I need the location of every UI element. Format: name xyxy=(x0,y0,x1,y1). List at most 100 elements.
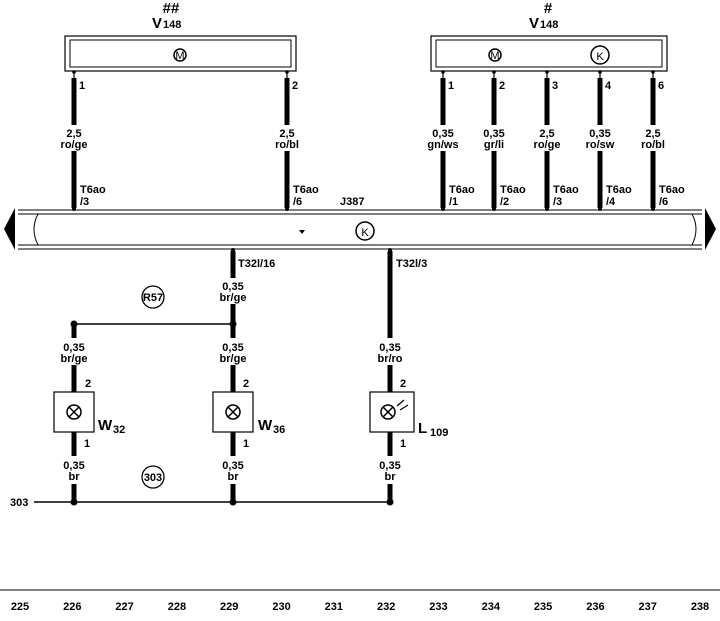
conn-t32l-3: T32l/3 xyxy=(396,258,427,270)
top-wires: 12,5ro/geT6ao/322,5ro/blT6ao/610,35gn/ws… xyxy=(61,70,685,211)
wire-size: 2,5 xyxy=(66,128,81,140)
k-circle-icon: K xyxy=(590,45,610,65)
w32-pin-1: 1 xyxy=(84,438,90,450)
lamp-w36: W 36 xyxy=(212,391,285,436)
w36-pin-2: 2 xyxy=(243,378,249,390)
wire-size: 0,35 xyxy=(432,128,453,140)
r57-marker: R57 xyxy=(141,285,165,309)
wire-size: 2,5 xyxy=(539,128,554,140)
wire-color: ro/bl xyxy=(275,139,299,151)
wire-size: 0,35 xyxy=(589,128,610,140)
scale-label: 230 xyxy=(272,601,290,613)
scale-label: 228 xyxy=(168,601,186,613)
scale-label: 237 xyxy=(639,601,657,613)
pin-dot xyxy=(545,70,549,74)
wire-232-color: br/ro xyxy=(377,353,402,365)
wire-size: 2,5 xyxy=(279,128,294,140)
wire-connector-pin: /6 xyxy=(659,196,668,208)
pin-dot xyxy=(72,70,76,74)
v148-right-index: 148 xyxy=(540,19,558,31)
wire-pin: 2 xyxy=(499,80,505,92)
wire-connector: T6ao xyxy=(606,184,632,196)
w36-pin-1: 1 xyxy=(243,438,249,450)
arrow-right-icon xyxy=(705,208,716,250)
wire-color: gr/li xyxy=(484,139,504,151)
wire-connector: T6ao xyxy=(659,184,685,196)
w32-top-color: br/ge xyxy=(61,353,88,365)
l109-pin-1: 1 xyxy=(400,438,406,450)
j387-name: J387 xyxy=(340,196,364,208)
wire-connector-pin: /4 xyxy=(606,196,616,208)
pin-dot xyxy=(285,70,289,74)
wire-color: ro/ge xyxy=(534,139,561,151)
motor-icon: M xyxy=(488,48,502,62)
w32-bot-color: br xyxy=(69,471,81,483)
w36-index: 36 xyxy=(273,424,285,436)
w36-top-color: br/ge xyxy=(220,353,247,365)
wire-connector: T6ao xyxy=(80,184,106,196)
w36-bot-color: br xyxy=(228,471,240,483)
pin-dot xyxy=(651,70,655,74)
ground-circle-label: 303 xyxy=(144,472,162,484)
lamp-light-icon xyxy=(380,399,409,420)
lamp-icon xyxy=(66,404,82,420)
wire-pin: 1 xyxy=(79,80,85,92)
wire-size: 2,5 xyxy=(645,128,660,140)
wire-connector-pin: /3 xyxy=(553,196,562,208)
lamp-w32: W 32 xyxy=(53,391,125,436)
r57-label: R57 xyxy=(143,292,163,304)
svg-text:M: M xyxy=(175,50,184,62)
scale-label: 227 xyxy=(115,601,133,613)
wire-connector-pin: /6 xyxy=(293,196,302,208)
l109-pin-2: 2 xyxy=(400,378,406,390)
w36-top-size: 0,35 xyxy=(222,342,243,354)
w32-bot-size: 0,35 xyxy=(63,460,84,472)
wire-pin: 1 xyxy=(448,80,454,92)
w36-name: W xyxy=(258,417,273,434)
wire-pin: 3 xyxy=(552,80,558,92)
l109-index: 109 xyxy=(430,427,448,439)
w32-index: 32 xyxy=(113,424,125,436)
v148-left-mark: ## xyxy=(163,0,180,17)
wire-connector: T6ao xyxy=(500,184,526,196)
component-v148-left: ## V 148 M xyxy=(64,0,297,72)
svg-text:K: K xyxy=(361,227,369,239)
scale-label: 235 xyxy=(534,601,552,613)
wire-size: 0,35 xyxy=(483,128,504,140)
wire-229-color: br/ge xyxy=(220,292,247,304)
wire-color: gn/ws xyxy=(427,139,458,151)
scale-label: 233 xyxy=(429,601,447,613)
v148-left-name: V xyxy=(152,15,162,32)
scale-label: 225 xyxy=(11,601,29,613)
l109-name: L xyxy=(418,420,427,437)
lamp-l109: L 109 xyxy=(369,391,448,439)
wire-229-size: 0,35 xyxy=(222,281,243,293)
w32-pin-2: 2 xyxy=(85,378,91,390)
wire-pin: 6 xyxy=(658,80,664,92)
wire-connector: T6ao xyxy=(293,184,319,196)
scale-label: 234 xyxy=(482,601,501,613)
wire-connector: T6ao xyxy=(553,184,579,196)
wire-pin: 2 xyxy=(292,80,298,92)
wire-color: ro/ge xyxy=(61,139,88,151)
ground-label-303: 303 xyxy=(10,497,28,509)
v148-right-name: V xyxy=(529,15,539,32)
v148-left-index: 148 xyxy=(163,19,181,31)
svg-text:M: M xyxy=(490,50,499,62)
conn-t32l-16: T32l/16 xyxy=(238,258,275,270)
wire-connector-pin: /3 xyxy=(80,196,89,208)
wire-pin: 4 xyxy=(605,80,612,92)
scale-label: 229 xyxy=(220,601,238,613)
component-j387: J387 K xyxy=(4,196,716,250)
component-v148-right: # V 148 M K xyxy=(430,0,668,72)
pin-dot xyxy=(598,70,602,74)
pin-dot xyxy=(441,70,445,74)
wire-color: ro/bl xyxy=(641,139,665,151)
motor-icon: M xyxy=(173,48,187,62)
wire-color: ro/sw xyxy=(586,139,615,151)
v148-right-mark: # xyxy=(544,0,553,17)
arrow-left-icon xyxy=(4,208,15,250)
